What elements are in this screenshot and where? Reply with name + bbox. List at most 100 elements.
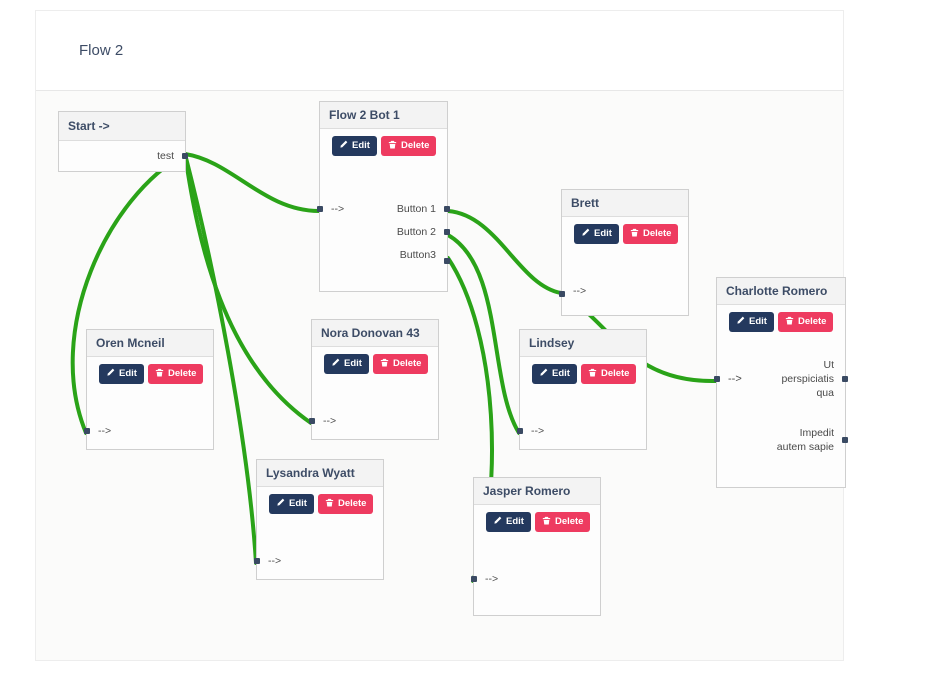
input-port[interactable]	[517, 427, 523, 434]
input-port[interactable]	[559, 290, 565, 297]
input-port[interactable]	[317, 206, 323, 212]
output-label: Button 2	[396, 226, 436, 238]
node-title[interactable]: Nora Donovan 43	[312, 320, 438, 347]
edit-button[interactable]: Edit	[486, 512, 531, 532]
trash-icon	[588, 368, 597, 380]
edit-button[interactable]: Edit	[574, 224, 619, 244]
arrow-row: -->	[254, 549, 383, 573]
delete-button[interactable]: Delete	[317, 494, 374, 514]
output-label: Button 1	[396, 203, 436, 215]
next-arrow-label: -->	[573, 284, 587, 297]
edit-button[interactable]: Edit	[324, 354, 369, 374]
output-row: Button3	[320, 244, 450, 279]
input-port[interactable]	[714, 375, 720, 382]
output-port[interactable]	[182, 153, 188, 159]
edit-icon	[539, 368, 548, 380]
output-port[interactable]	[444, 206, 450, 212]
output-port[interactable]	[842, 436, 848, 443]
input-port[interactable]	[254, 557, 260, 564]
delete-button[interactable]: Delete	[580, 364, 637, 384]
edit-label: Edit	[552, 368, 570, 379]
edit-button[interactable]: Edit	[332, 136, 377, 156]
input-port[interactable]	[84, 427, 90, 434]
arrow-row: -->	[559, 279, 688, 309]
node-title[interactable]: Jasper Romero	[474, 478, 600, 505]
spacer	[87, 389, 213, 419]
input-port[interactable]	[309, 417, 315, 424]
page-title: Flow 2	[79, 42, 124, 59]
spacer	[562, 309, 688, 315]
node-title[interactable]: Lindsey	[520, 330, 646, 357]
next-arrow-label: -->	[531, 424, 545, 437]
delete-button[interactable]: Delete	[534, 512, 591, 532]
node-actions: Edit Delete	[474, 505, 600, 537]
arrow-row: -->	[84, 419, 213, 443]
node-title[interactable]: Flow 2 Bot 1	[320, 102, 447, 129]
spacer	[520, 389, 646, 419]
edit-label: Edit	[594, 228, 612, 239]
trash-icon	[542, 516, 551, 528]
next-arrow-label: -->	[323, 414, 337, 427]
trash-icon	[388, 140, 397, 152]
spacer	[320, 161, 447, 198]
node-actions: Edit Delete	[520, 357, 646, 389]
edit-label: Edit	[344, 358, 362, 369]
node-title[interactable]: Charlotte Romero	[717, 278, 845, 305]
edit-button[interactable]: Edit	[99, 364, 144, 384]
delete-label: Delete	[554, 516, 584, 527]
edit-label: Edit	[289, 498, 307, 509]
node-jasper-romero: Jasper Romero Edit Delete -->	[471, 477, 601, 616]
output-row: Button 2	[320, 221, 450, 244]
node-actions: Edit Delete	[717, 305, 845, 337]
edit-icon	[581, 228, 590, 240]
arrow-output-row: --> Button 1	[317, 198, 450, 221]
spacer	[257, 519, 383, 549]
spacer	[312, 433, 438, 439]
node-title[interactable]: Lysandra Wyatt	[257, 460, 383, 487]
output-port[interactable]	[842, 375, 848, 382]
node-title[interactable]: Brett	[562, 190, 688, 217]
delete-button[interactable]: Delete	[147, 364, 204, 384]
delete-label: Delete	[167, 368, 197, 379]
delete-button[interactable]: Delete	[622, 224, 679, 244]
spacer	[312, 379, 438, 409]
delete-button[interactable]: Delete	[380, 136, 437, 156]
spacer	[717, 461, 845, 487]
edit-button[interactable]: Edit	[729, 312, 774, 332]
node-actions: Edit Delete	[87, 357, 213, 389]
node-title[interactable]: Oren Mcneil	[87, 330, 213, 357]
message-row: Impedit autem sapie	[717, 419, 848, 461]
edit-button[interactable]: Edit	[269, 494, 314, 514]
trash-icon	[785, 316, 794, 328]
edit-icon	[493, 516, 502, 528]
delete-label: Delete	[642, 228, 672, 239]
delete-button[interactable]: Delete	[372, 354, 429, 374]
arrow-row: -->	[471, 567, 600, 591]
next-arrow-label: -->	[331, 203, 345, 215]
node-brett: Brett Edit Delete -->	[559, 189, 689, 316]
output-port[interactable]	[444, 229, 450, 235]
delete-button[interactable]: Delete	[777, 312, 834, 332]
edit-label: Edit	[506, 516, 524, 527]
spacer	[562, 249, 688, 279]
node-actions: Edit Delete	[312, 347, 438, 379]
trash-icon	[325, 498, 334, 510]
arrow-row: -->	[309, 409, 438, 433]
trash-icon	[155, 368, 164, 380]
edit-icon	[339, 140, 348, 152]
output-label: Button3	[399, 249, 436, 261]
node-actions: Edit Delete	[562, 217, 688, 249]
connector-edge	[183, 152, 313, 425]
next-arrow-label: -->	[728, 372, 742, 385]
node-title[interactable]: Start ->	[59, 112, 185, 141]
node-actions: Edit Delete	[257, 487, 383, 519]
output-port[interactable]	[444, 258, 450, 264]
input-port[interactable]	[471, 575, 477, 582]
edit-button[interactable]: Edit	[532, 364, 577, 384]
trash-icon	[630, 228, 639, 240]
delete-label: Delete	[400, 140, 430, 151]
edit-label: Edit	[119, 368, 137, 379]
flow-title-bar: Flow 2	[36, 11, 843, 91]
next-arrow-label: -->	[98, 424, 112, 437]
connector-edge	[446, 233, 521, 435]
